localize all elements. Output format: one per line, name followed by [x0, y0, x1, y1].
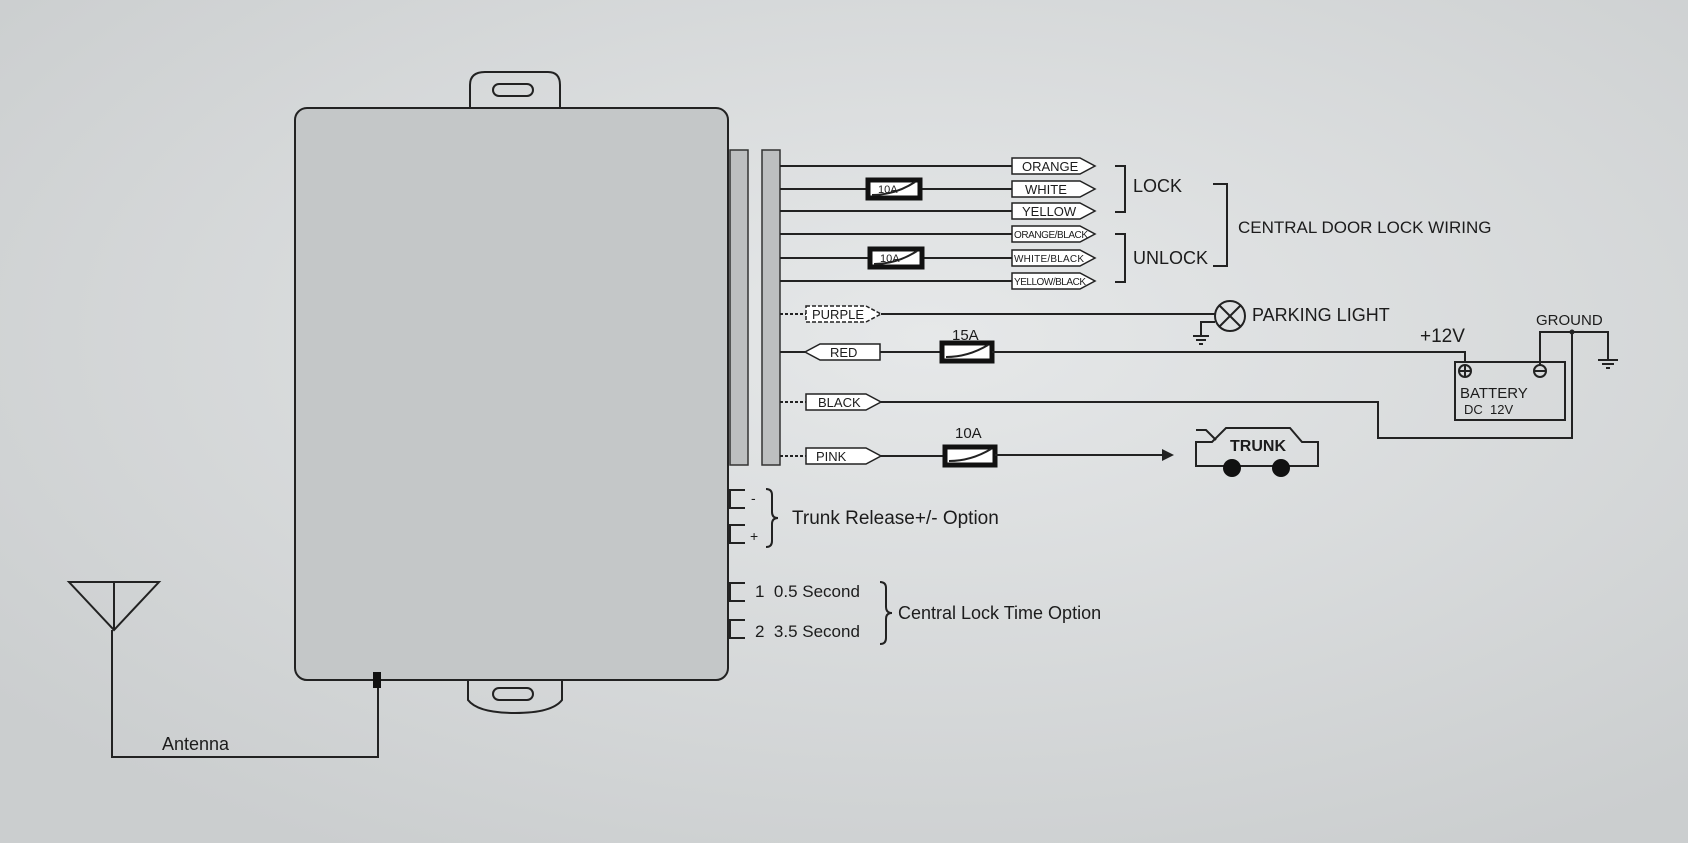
svg-text:ORANGE/BLACK: ORANGE/BLACK — [1014, 230, 1088, 241]
lock-wires: 10A 10A ORANGE WHITE YELLOW ORANGE/BLACK… — [780, 157, 1491, 290]
control-unit — [294, 71, 781, 715]
svg-text:TRUNK: TRUNK — [1230, 438, 1286, 455]
svg-text:WHITE/BLACK: WHITE/BLACK — [1014, 254, 1084, 265]
pink-wire: PINK 10A TRUNK — [780, 425, 1319, 477]
svg-text:Trunk Release+/- Option: Trunk Release+/- Option — [792, 508, 999, 529]
black-wire: BLACK — [780, 332, 1573, 439]
battery: BATTERY DC 12V GROUND — [1454, 312, 1618, 421]
svg-text:15A: 15A — [952, 327, 979, 344]
unlock-label: UNLOCK — [1133, 248, 1208, 268]
fuse-15a — [939, 340, 995, 364]
jumper-2 — [729, 619, 745, 639]
ground-icon — [1598, 359, 1618, 369]
svg-text:WHITE: WHITE — [1025, 182, 1067, 197]
svg-text:DC 12V: DC 12V — [1464, 402, 1513, 417]
fuse-unlock: 10A — [867, 246, 925, 270]
jumper-plus — [729, 524, 745, 544]
trunk-car-icon: TRUNK — [1195, 427, 1319, 477]
svg-text:+: + — [750, 528, 758, 544]
svg-text:BLACK: BLACK — [818, 395, 861, 410]
parking-light-label: PARKING LIGHT — [1252, 305, 1390, 325]
fuse-10a-trunk — [942, 444, 998, 468]
fuse-lock: 10A — [865, 177, 923, 201]
lock-label: LOCK — [1133, 176, 1182, 196]
svg-text:PURPLE: PURPLE — [812, 307, 864, 322]
ground-label: GROUND — [1536, 312, 1603, 329]
svg-text:RED: RED — [830, 345, 857, 360]
svg-text:Central Lock Time Option: Central Lock Time Option — [898, 603, 1101, 623]
arrow-icon — [1162, 449, 1174, 461]
antenna: Antenna — [66, 581, 379, 758]
wire-tag-yellow — [1011, 202, 1097, 220]
svg-text:2 3.5 Second: 2 3.5 Second — [755, 622, 860, 641]
unlock-bracket — [1115, 233, 1126, 283]
trunk-release-option: - + Trunk Release+/- Option — [729, 488, 999, 548]
purple-wire: PURPLE PARKING LIGHT — [780, 300, 1390, 345]
wire-tag-white-black — [1011, 249, 1097, 267]
central-lock-time-option: 1 0.5 Second 2 3.5 Second Central Lock T… — [729, 581, 1101, 645]
lock-bracket — [1115, 165, 1126, 213]
svg-text:PINK: PINK — [816, 449, 847, 464]
svg-text:10A: 10A — [955, 425, 982, 442]
jumper-1 — [729, 582, 745, 602]
wire-tag-orange-black — [1011, 225, 1097, 243]
svg-text:ORANGE: ORANGE — [1022, 159, 1079, 174]
svg-text:YELLOW: YELLOW — [1022, 204, 1077, 219]
red-wire: RED 15A +12V — [780, 326, 1466, 364]
svg-text:BATTERY: BATTERY — [1460, 385, 1528, 402]
jumper-minus — [729, 489, 745, 509]
antenna-label: Antenna — [162, 734, 230, 754]
svg-text:1 0.5 Second: 1 0.5 Second — [755, 582, 860, 601]
plus-12v-label: +12V — [1420, 326, 1465, 347]
central-door-lock-label: CENTRAL DOOR LOCK WIRING — [1238, 218, 1491, 237]
wire-tag-orange — [1011, 157, 1097, 175]
svg-text:-: - — [751, 490, 756, 506]
wire-tag-yellow-black — [1011, 272, 1097, 290]
parking-light-icon — [1193, 300, 1246, 345]
central-bracket — [1213, 183, 1228, 267]
svg-text:YELLOW/BLACK: YELLOW/BLACK — [1014, 277, 1086, 288]
wire-tag-white — [1011, 180, 1097, 198]
